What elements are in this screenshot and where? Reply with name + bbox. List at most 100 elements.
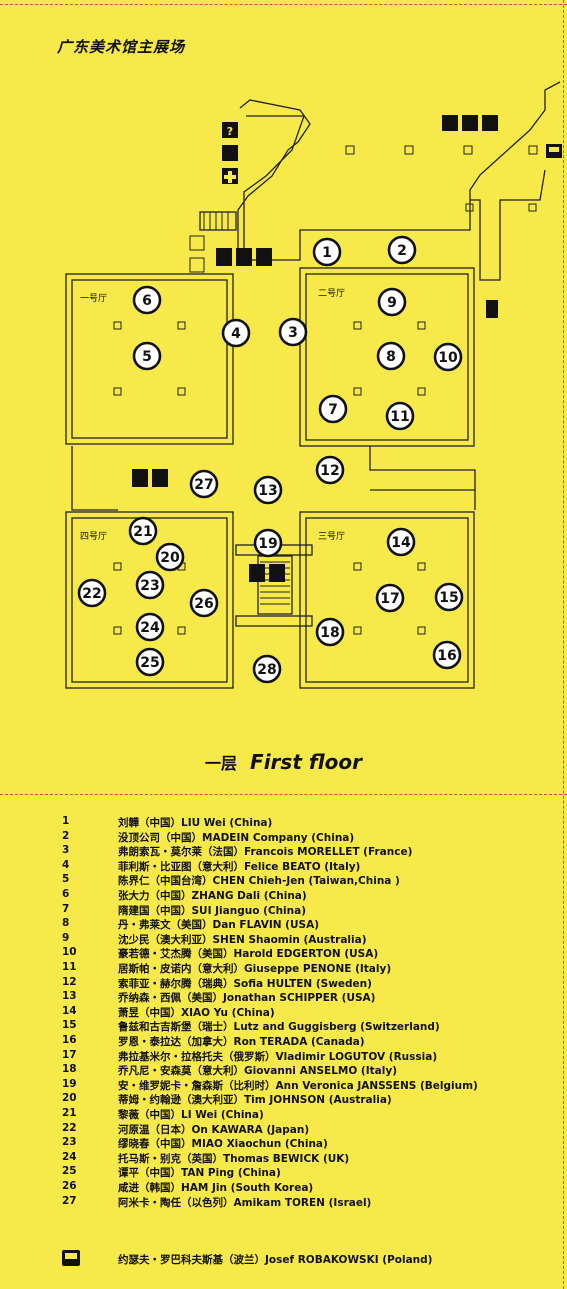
legend-artist: 蒂姆・约翰逊（澳大利亚）Tim JOHNSON (Australia) xyxy=(118,1094,392,1107)
marker-number-21: 21 xyxy=(133,524,152,540)
legend-number: 21 xyxy=(62,1107,77,1119)
extra-legend-text: 约瑟夫・罗巴科夫斯基（波兰）Josef ROBAKOWSKI (Poland) xyxy=(118,1254,433,1266)
marker-circle-17 xyxy=(375,583,405,613)
legend-number: 5 xyxy=(62,873,70,886)
stairs-icon xyxy=(462,115,478,131)
legend-number: 24 xyxy=(62,1150,77,1163)
marker-number-26: 26 xyxy=(194,596,213,612)
legend-artist: 沈少民（澳大利亚）SHEN Shaomin (Australia) xyxy=(118,933,367,946)
legend-number: 12 xyxy=(62,975,77,988)
marker-circle-10 xyxy=(433,342,463,372)
marker-circle-8 xyxy=(376,341,406,371)
marker-circle-16 xyxy=(432,640,462,670)
marker-number-23: 23 xyxy=(140,578,159,594)
legend-number: 11 xyxy=(62,961,77,973)
legend-number: 3 xyxy=(62,844,70,857)
marker-number-24: 24 xyxy=(140,620,160,636)
marker-circle-1 xyxy=(312,237,342,267)
marker-number-28: 28 xyxy=(257,662,276,678)
hall-3-label: 三号厅 xyxy=(318,531,345,542)
elevator-icon xyxy=(216,248,232,266)
legend-artist: 罗恩・泰拉达（加拿大）Ron TERADA (Canada) xyxy=(118,1036,365,1048)
legend-number: 8 xyxy=(62,917,70,930)
legend-number: 6 xyxy=(62,888,70,900)
hall-4-outline xyxy=(65,511,234,689)
top-dashed-divider xyxy=(0,4,567,5)
legend-number: 19 xyxy=(62,1077,77,1090)
marker-circle-18 xyxy=(315,617,345,647)
legend-artist: 乔纳森・西佩（美国）Jonathan SCHIPPER (USA) xyxy=(118,992,376,1005)
marker-circle-15 xyxy=(434,582,464,612)
marker-number-12: 12 xyxy=(320,463,339,479)
legend-number: 2 xyxy=(62,829,70,842)
hall-2-outline xyxy=(299,267,475,447)
marker-number-22: 22 xyxy=(82,586,101,602)
legend-artist: 托马斯・别克（英国）Thomas BEWICK (UK) xyxy=(118,1152,350,1165)
legend-artist: 刘韡（中国）LIU Wei (China) xyxy=(118,817,273,829)
elevator-icon xyxy=(442,115,458,131)
legend-artist: 居斯帕・皮诺内（意大利）Giuseppe PENONE (Italy) xyxy=(118,963,392,975)
legend-number: 7 xyxy=(62,902,70,915)
legend-number: 17 xyxy=(62,1048,77,1061)
marker-number-9: 9 xyxy=(387,295,397,311)
marker-number-3: 3 xyxy=(288,325,298,341)
marker-number-17: 17 xyxy=(380,591,399,607)
marker-circle-20 xyxy=(155,542,185,572)
legend-number: 26 xyxy=(62,1180,77,1192)
marker-circle-2 xyxy=(387,235,417,265)
legend-number: 1 xyxy=(62,815,70,827)
marker-number-11: 11 xyxy=(390,409,409,425)
legend-artist: 乔凡尼・安森莫（意大利）Giovanni ANSELMO (Italy) xyxy=(118,1065,397,1078)
legend-artist: 没顶公司（中国）MADEIN Company (China) xyxy=(118,831,355,844)
legend-number: 14 xyxy=(62,1004,77,1017)
legend-number: 10 xyxy=(62,946,77,959)
legend-artist: 黎薇（中国）LI Wei (China) xyxy=(118,1109,264,1121)
floor-label-en: First floor xyxy=(250,750,362,774)
hall-4-label: 四号厅 xyxy=(80,531,107,542)
svg-text:?: ? xyxy=(227,125,233,138)
restroom-icon xyxy=(132,469,148,487)
marker-circle-25 xyxy=(135,647,165,677)
marker-number-27: 27 xyxy=(194,477,213,493)
marker-circle-21 xyxy=(128,516,158,546)
legend-number: 25 xyxy=(62,1165,77,1178)
marker-number-2: 2 xyxy=(397,243,407,259)
legend-artist: 豪若德・艾杰腾（美国）Harold EDGERTON (USA) xyxy=(118,948,379,961)
marker-number-8: 8 xyxy=(386,349,396,365)
marker-circle-24 xyxy=(135,612,165,642)
marker-circle-14 xyxy=(386,527,416,557)
legend-number: 23 xyxy=(62,1136,77,1149)
marker-number-1: 1 xyxy=(322,245,332,261)
legend-artist: 缪晓春（中国）MIAO Xiaochun (China) xyxy=(118,1138,328,1151)
accessible-icon xyxy=(256,248,272,266)
facility-icons: ? xyxy=(132,115,562,582)
stairs-icon xyxy=(236,248,252,266)
legend-number: 16 xyxy=(62,1034,77,1046)
hall-2-label: 二号厅 xyxy=(318,288,345,299)
marker-circle-9 xyxy=(377,287,407,317)
screen-icon xyxy=(62,1250,80,1266)
marker-number-15: 15 xyxy=(439,590,458,606)
legend-artist: 谭平（中国）TAN Ping (China) xyxy=(118,1167,281,1180)
map-title: 广东美术馆主展场 xyxy=(57,38,186,56)
legend-artist: 阿米卡・陶任（以色列）Amikam TOREN (Israel) xyxy=(118,1196,372,1209)
info-icon xyxy=(222,122,238,138)
legend-artist: 弗拉基米尔・拉格托夫（俄罗斯）Vladimir LOGUTOV (Russia) xyxy=(118,1050,438,1063)
marker-circle-11 xyxy=(385,401,415,431)
marker-number-18: 18 xyxy=(320,625,339,641)
legend-number: 18 xyxy=(62,1063,77,1076)
legend-artist: 弗朗索瓦・莫尔莱（法国）Francois MORELLET (France) xyxy=(118,846,413,859)
marker-number-25: 25 xyxy=(140,655,159,671)
marker-circle-12 xyxy=(315,455,345,485)
legend-artist: 陈界仁（中国台湾）CHEN Chieh-Jen (Taiwan,China ) xyxy=(118,875,400,888)
marker-circle-22 xyxy=(77,578,107,608)
marker-circle-3 xyxy=(278,317,308,347)
stairs-icon xyxy=(249,564,265,582)
legend-artist: 索菲亚・赫尔腾（瑞典）Sofia HULTEN (Sweden) xyxy=(118,977,372,990)
legend-artist: 咸进（韩国）HAM Jin (South Korea) xyxy=(118,1182,314,1194)
floor-label-cn: 一层 xyxy=(205,754,238,773)
marker-circle-6 xyxy=(132,285,162,315)
marker-number-20: 20 xyxy=(160,550,180,566)
floor-label: 一层 First floor xyxy=(0,750,567,774)
